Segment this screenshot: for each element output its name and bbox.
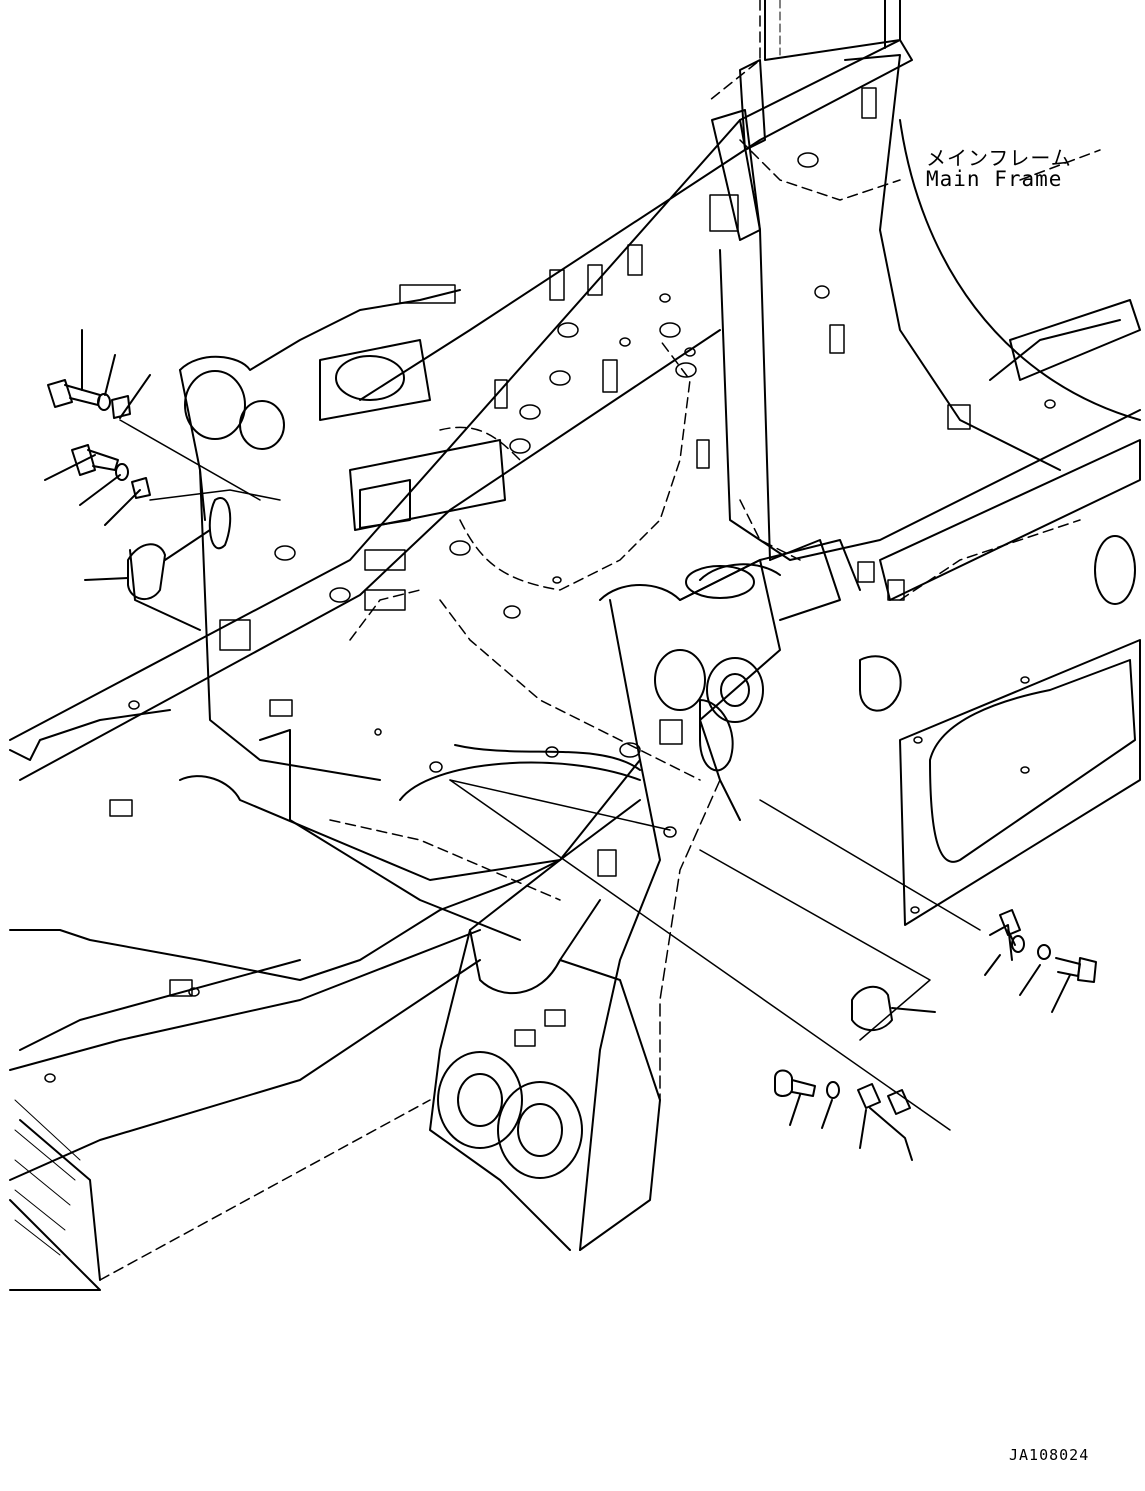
- main-frame-upper-beam: [9, 0, 1141, 781]
- leader-lines: [119, 419, 981, 1131]
- lower-right-hardware: [774, 909, 1097, 1161]
- main-frame-label-en: Main Frame: [926, 167, 1063, 191]
- drawing-id: JA108024: [1009, 1446, 1090, 1464]
- harness-dashed: [329, 0, 1101, 901]
- left-frame-assembly: [9, 289, 506, 781]
- lower-crossmember: [9, 729, 641, 1291]
- upper-left-hardware: [44, 329, 211, 600]
- small-brackets: [109, 87, 971, 1047]
- right-side-panel: [859, 299, 1141, 926]
- main-frame-label-jp: メインフレーム: [926, 146, 1072, 170]
- pins-and-nuts: [44, 152, 1056, 1083]
- boom-foot-bracket: [429, 539, 861, 1251]
